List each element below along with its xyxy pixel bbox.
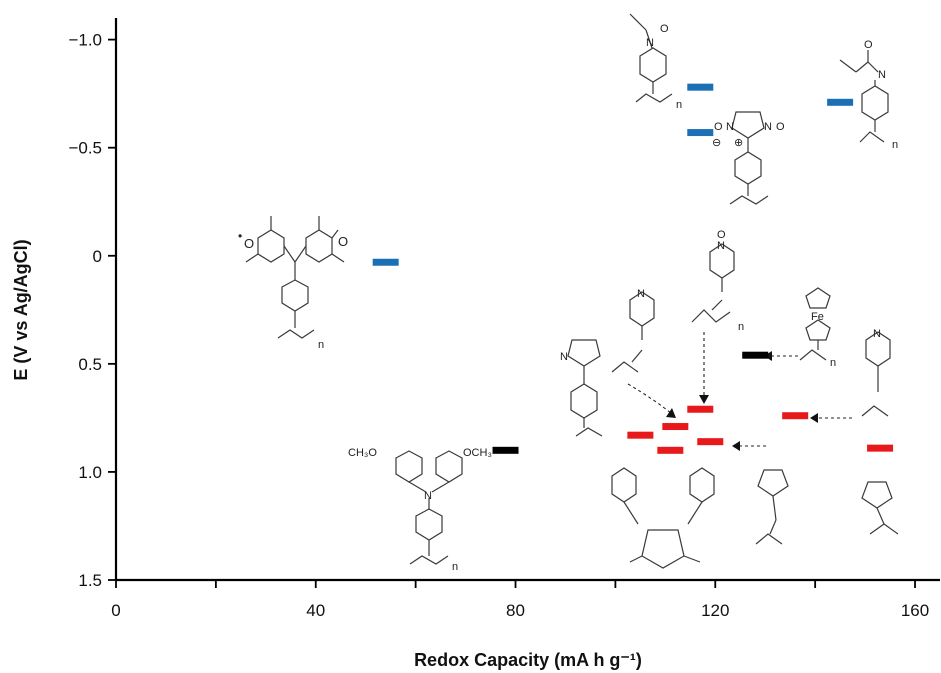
structure-galvinoxyl-o2: O [338,234,348,249]
structure-triarylamine-ch3o: CH₃O [348,447,377,459]
x-tick-label: 160 [901,601,929,620]
x-tick-label: 0 [111,601,120,620]
x-tick-label: 40 [306,601,325,620]
structure-tempo-top-sub-n: n [738,321,744,333]
structure-nitronyl-o2: O [776,121,785,133]
structure-acyl-n: N [878,69,886,81]
arrow-heads [666,351,818,451]
data-point-blue [687,129,714,137]
structure-acyl-o: O [864,39,873,51]
axes [114,18,940,582]
structure-nitronyl-minus: ⊖ [712,137,721,149]
structure-nitronyl-o1: O [714,121,723,133]
data-point-blue [372,258,399,266]
structure-nitroxide-top-n: N [646,37,654,49]
data-point-blue [827,98,854,106]
x-tick-label: 120 [701,601,729,620]
structure-triarylamine [395,450,463,565]
tick-labels: −1.0 −0.5 0 0.5 1.0 1.5 0 40 80 120 160 [68,31,929,620]
y-tick-label: 1.0 [78,463,102,482]
structure-triarylamine-och3: OCH₃ [463,447,492,459]
y-tick-label: −0.5 [68,139,102,158]
structure-nitronyl-left [567,339,603,437]
structure-pyrroline-mid [755,469,789,545]
structure-tempo-top-o: O [717,229,726,241]
structure-acyl-sub-n: n [892,139,898,151]
structure-tempo-right-n: N [873,328,881,340]
structure-nitronyl-plus: ⊕ [734,137,743,149]
structure-ferrocene-sub-n: n [830,357,836,369]
structure-galvinoxyl-radical: • [238,229,242,243]
structure-nitronyl-left-n: N [560,351,568,363]
structure-triarylamine-n: N [424,490,432,502]
structure-tempo-top-n: N [717,240,725,252]
data-point-red [662,423,689,431]
y-tick-label: 1.5 [78,571,102,590]
data-points [372,83,894,454]
data-point-blue [687,83,714,91]
data-point-red [697,438,724,446]
y-tick-label: 0 [93,247,102,266]
x-tick-label: 80 [506,601,525,620]
y-tick-label: −1.0 [68,31,102,50]
tick-marks [108,38,916,588]
data-point-red [687,405,714,413]
structure-tempo-left-n: N [637,288,645,300]
annotation-arrows [627,332,852,447]
structure-galvinoxyl [245,216,345,339]
structure-galvinoxyl-n: n [318,339,324,351]
structure-galvinoxyl-o: O [244,236,254,251]
data-point-black [492,446,519,454]
structure-nitroxide-top [629,13,673,103]
data-point-red [627,431,654,439]
structure-triarylamine-sub-n: n [452,561,458,573]
data-point-red [657,446,684,454]
structure-nitroxide-top-o: O [660,23,669,35]
structure-nitronyl [729,111,769,205]
y-tick-label: 0.5 [78,355,102,374]
structure-pyrroline-right [861,481,899,535]
structure-tempo-right [861,331,891,417]
structure-nitronyl-n2: N [764,121,772,133]
data-point-red [867,444,894,452]
structure-tempo-left [611,291,655,373]
structure-ferrocene-fe: Fe [811,311,824,323]
x-axis-title: Redox Capacity (mA h g⁻¹) [414,650,642,670]
y-axis-title: E (V vs Ag/AgCl) [11,239,31,380]
structure-acylnitroxide [839,50,889,143]
structure-nitronyl-n1: N [726,121,734,133]
structure-ferrocene [799,287,831,361]
data-point-black [742,351,769,359]
structure-tempo-top [691,243,735,323]
data-point-red [782,412,809,420]
structure-nitroxide-top-sub-n: n [676,99,682,111]
structure-bottom-pair [611,467,715,569]
